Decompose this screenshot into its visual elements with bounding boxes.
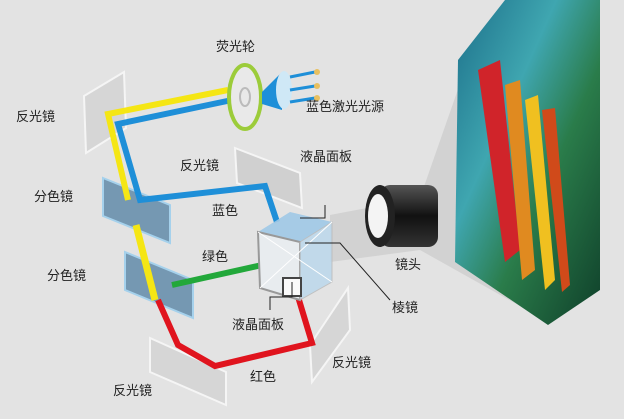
- mirror-bottom-right: [308, 284, 352, 385]
- label-mirror-bottom-right: 反光镜: [332, 356, 372, 371]
- prism-cube: [256, 212, 333, 302]
- label-lcd-panel-bottom: 液晶面板: [232, 318, 285, 333]
- label-blue: 蓝色: [212, 204, 239, 219]
- label-blue-laser-source: 蓝色激光光源: [306, 100, 385, 115]
- yellow-beam: [104, 87, 229, 201]
- mirror-middle: [233, 146, 304, 210]
- label-dichroic-mirror-2: 分色镜: [47, 269, 87, 284]
- projection-screen: [455, 0, 600, 325]
- red-beam: [155, 289, 316, 370]
- label-phosphor-wheel: 荧光轮: [216, 40, 256, 55]
- label-red: 红色: [250, 370, 277, 385]
- blue-laser-source-icon: [262, 69, 320, 110]
- leader-lcd-top: [300, 205, 326, 219]
- phosphor-wheel-icon: [227, 63, 263, 131]
- label-mirror-top-left: 反光镜: [16, 110, 56, 125]
- label-lcd-panel-top: 液晶面板: [300, 150, 353, 165]
- lens-icon: [365, 185, 438, 247]
- label-prism: 棱镜: [392, 301, 419, 316]
- dichroic-mirror-2: [124, 250, 194, 320]
- label-lens: 镜头: [395, 258, 422, 273]
- label-mirror-bottom-left: 反光镜: [113, 384, 153, 399]
- yellow-beam-lower: [132, 224, 159, 301]
- label-green: 绿色: [202, 250, 229, 265]
- blue-beam: [114, 97, 280, 223]
- leader-prism: [305, 242, 391, 301]
- dichroic-mirror-1: [102, 176, 171, 245]
- leader-lcd-bottom: [269, 282, 293, 310]
- label-mirror-middle: 反光镜: [180, 159, 220, 174]
- green-beam: [171, 262, 263, 288]
- label-dichroic-mirror-1: 分色镜: [34, 190, 74, 205]
